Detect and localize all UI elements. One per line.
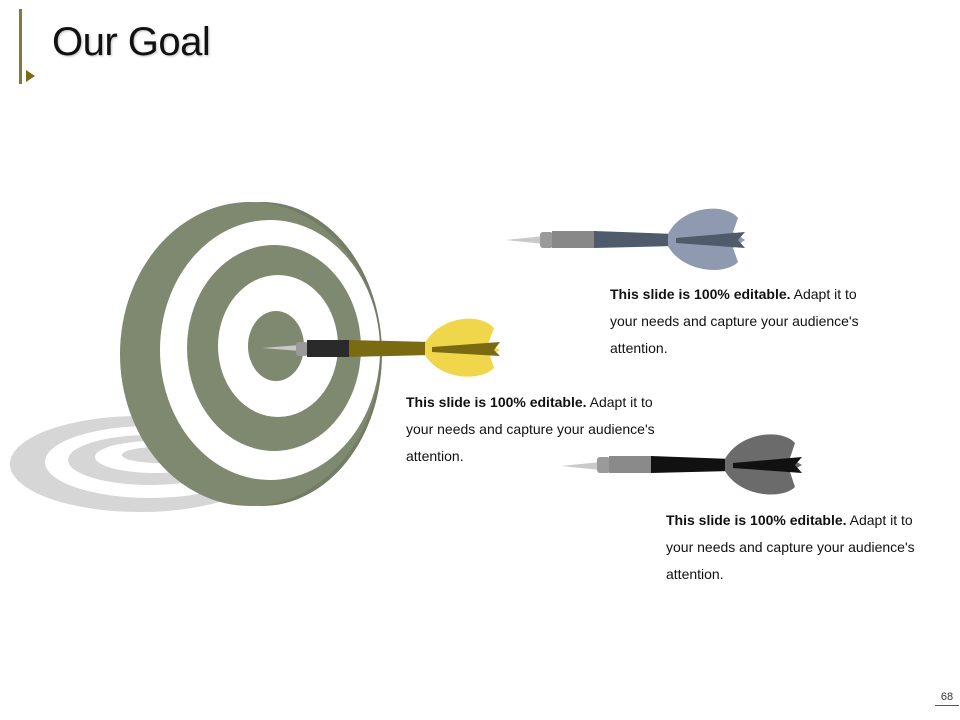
dart-icon <box>505 208 745 270</box>
title-accent-bar <box>19 9 22 84</box>
caption-text: Adapt it to your needs and capture your … <box>666 512 915 582</box>
caption-emphasis: This slide is 100% editable. <box>666 512 847 528</box>
caption-middle: This slide is 100% editable. Adapt it to… <box>406 389 656 470</box>
caption-text: Adapt it to your needs and capture your … <box>406 394 655 464</box>
page-number: 68 <box>935 691 959 706</box>
caption-top-right: This slide is 100% editable. Adapt it to… <box>610 281 860 362</box>
dart-icon <box>262 318 500 377</box>
caption-bottom-right: This slide is 100% editable. Adapt it to… <box>666 507 916 588</box>
dart-icon <box>561 434 802 495</box>
target-icon <box>120 202 382 506</box>
title-arrow-icon <box>26 70 35 82</box>
caption-emphasis: This slide is 100% editable. <box>610 286 791 302</box>
caption-text: Adapt it to your needs and capture your … <box>610 286 859 356</box>
caption-emphasis: This slide is 100% editable. <box>406 394 587 410</box>
page-title: Our Goal <box>52 20 211 64</box>
